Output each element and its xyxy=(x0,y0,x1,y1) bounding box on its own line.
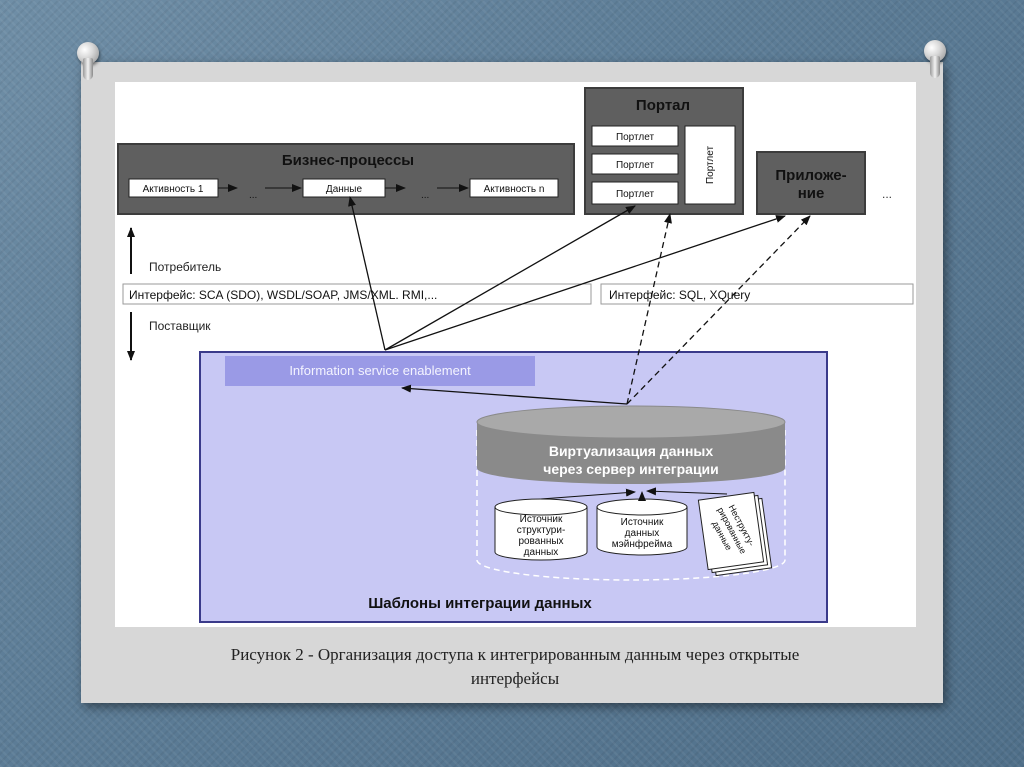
business-processes-box: Бизнес-процессы Активность 1 Данные Акти… xyxy=(117,143,575,215)
arrow-ise-to-application xyxy=(384,215,786,351)
arrow-structured-to-virtualization xyxy=(540,488,636,500)
consumer-label: Потребитель xyxy=(149,260,221,274)
structured-source-line2: структури- xyxy=(517,525,566,536)
ellipsis-1: ... xyxy=(249,190,257,201)
structured-source-cylinder: Источник структури- рованных данных xyxy=(494,498,588,561)
unstructured-data-stack: Неструкту- рированные данные xyxy=(697,491,773,577)
application-box: Приложе- ние xyxy=(756,151,866,215)
caption-line1: Рисунок 2 - Организация доступа к интегр… xyxy=(230,645,800,664)
arrow-ise-to-data-step xyxy=(348,196,386,351)
figure-caption: Рисунок 2 - Организация доступа к интегр… xyxy=(120,643,910,691)
pin-left-icon xyxy=(71,42,105,84)
caption-line2: интерфейсы xyxy=(470,669,560,688)
portlet-side: Портлет xyxy=(705,146,716,185)
diagram-figure: Бизнес-процессы Активность 1 Данные Акти… xyxy=(115,82,916,627)
dashed-arrow-to-portal xyxy=(626,213,672,405)
structured-source-line4: данных xyxy=(524,547,559,558)
structured-source-line1: Источник xyxy=(520,514,563,525)
arrow-ise-to-portlet xyxy=(384,205,636,351)
interface-right-bar xyxy=(600,283,914,305)
ise-bar xyxy=(225,356,535,386)
mainframe-source-line3: мэйнфрейма xyxy=(612,538,673,550)
dashed-arrow-to-application xyxy=(626,215,811,405)
application-title-line1: Приложе- xyxy=(775,167,846,184)
mainframe-source-line2: данных xyxy=(625,528,660,539)
portlet-3: Портлет xyxy=(616,189,655,200)
arrow-virtualization-to-ise xyxy=(401,384,628,405)
integration-diagram: Бизнес-процессы Активность 1 Данные Акти… xyxy=(117,87,914,623)
interface-left-label: Интерфейс: SCA (SDO), WSDL/SOAP, JMS/XML… xyxy=(129,288,437,302)
arrow-unstructured-to-virtualization xyxy=(646,487,728,496)
step-activity-1: Активность 1 xyxy=(143,184,204,195)
portal-title: Портал xyxy=(636,97,690,114)
interface-right-label: Интерфейс: SQL, XQuery xyxy=(609,288,750,302)
templates-label: Шаблоны интеграции данных xyxy=(368,595,592,612)
step-data: Данные xyxy=(326,184,363,195)
portlet-1: Портлет xyxy=(616,132,655,143)
structured-source-line3: рованных xyxy=(518,536,563,547)
mainframe-source-line1: Источник xyxy=(621,517,664,528)
integration-panel xyxy=(199,351,828,623)
step-activity-n: Активность n xyxy=(484,184,545,195)
provider-label: Поставщик xyxy=(149,319,211,333)
virtualization-line2: через сервер интеграции xyxy=(543,461,719,477)
ise-label: Information service enablement xyxy=(289,363,471,378)
portal-box: Портал Портлет Портлет Портлет Портлет xyxy=(584,87,744,215)
business-processes-title: Бизнес-процессы xyxy=(282,152,414,169)
ellipsis-2: ... xyxy=(421,190,429,201)
portlet-2: Портлет xyxy=(616,160,655,171)
pin-right-icon xyxy=(918,40,952,82)
virtualization-cylinder: Виртуализация данных через сервер интегр… xyxy=(476,405,786,484)
mainframe-source-cylinder: Источник данных мэйнфрейма xyxy=(596,498,688,556)
virtualization-line1: Виртуализация данных xyxy=(549,443,714,459)
application-title-line2: ние xyxy=(798,185,825,202)
side-ellipsis: ... xyxy=(882,187,892,201)
